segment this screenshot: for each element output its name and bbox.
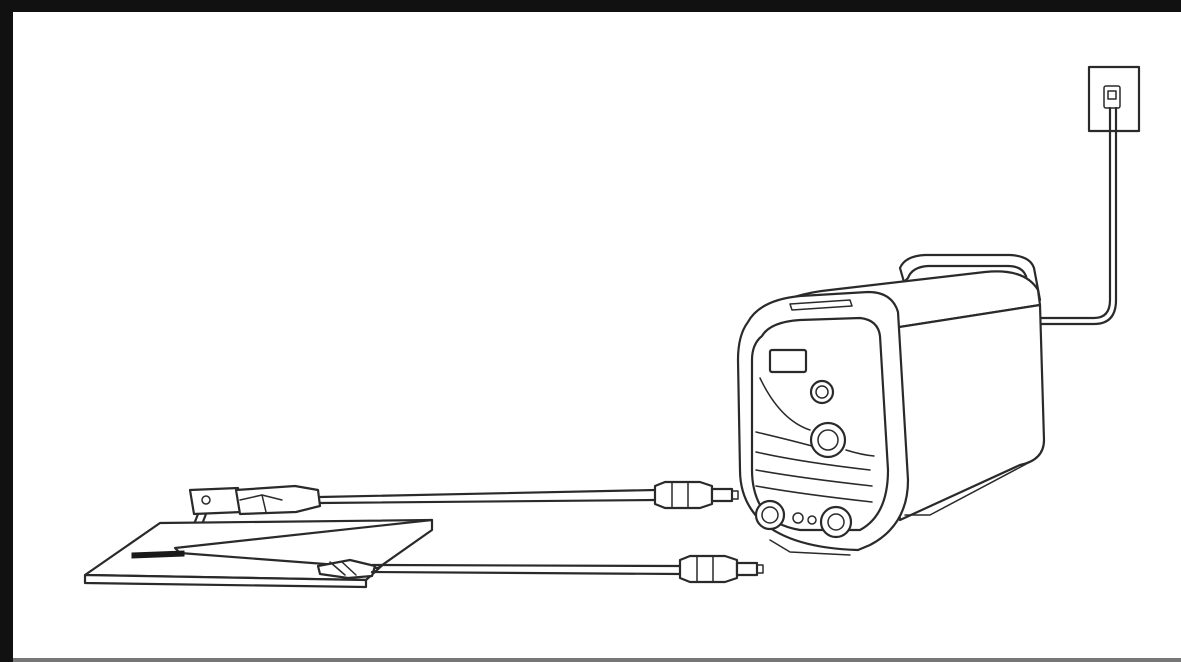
- workpiece-icon: [83, 518, 434, 589]
- welding-machine-icon: [736, 253, 1046, 556]
- power-cord: [1038, 106, 1118, 326]
- wall-socket-icon: [1087, 65, 1141, 133]
- cable-plug-icon: [653, 480, 739, 510]
- cable-plug-icon: [678, 554, 764, 584]
- electrode-cable: [318, 488, 657, 505]
- ground-cable: [370, 563, 682, 576]
- ground-clamp-icon: [316, 558, 377, 580]
